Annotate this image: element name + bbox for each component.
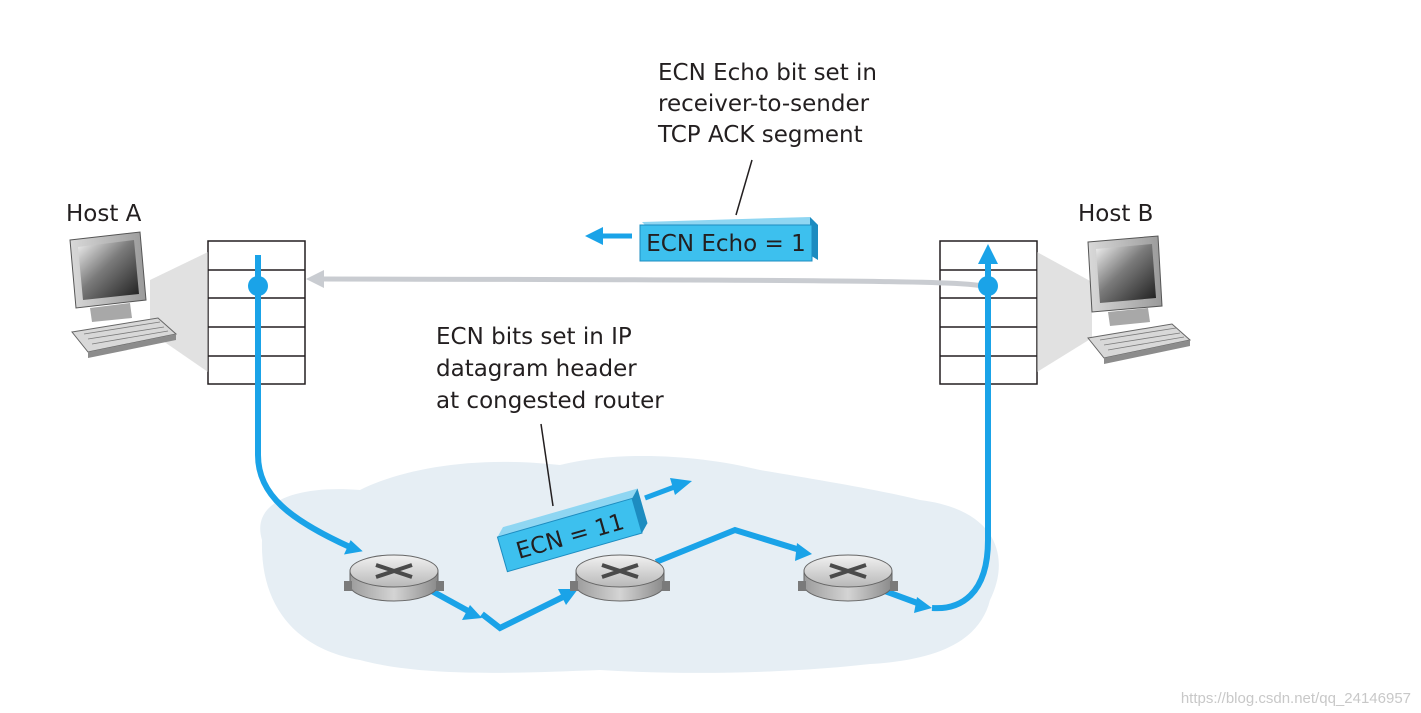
router-3-icon	[798, 554, 898, 602]
ecn-echo-tag: ECN Echo = 1	[639, 217, 818, 262]
ecn-echo-tag-text: ECN Echo = 1	[646, 231, 805, 257]
watermark: https://blog.csdn.net/qq_24146957	[1180, 690, 1411, 707]
router-annotation-line-2: datagram header	[436, 356, 637, 382]
host-b-projection	[1037, 252, 1092, 372]
ecn-echo-direction-arrow	[585, 227, 632, 245]
ecn-bits-direction-arrow	[644, 478, 692, 501]
host-b-computer-icon	[1087, 235, 1192, 364]
host-a-protocol-stack	[207, 240, 306, 385]
router-annotation-leader	[540, 423, 554, 507]
host-a-label: Host A	[66, 201, 142, 227]
echo-annotation-line-3: TCP ACK segment	[658, 122, 863, 148]
host-a-projection	[150, 252, 208, 372]
echo-annotation-line-2: receiver-to-sender	[658, 91, 870, 117]
host-a-computer-icon	[69, 231, 178, 358]
echo-annotation-line-1: ECN Echo bit set in	[658, 60, 877, 86]
router-1-icon	[344, 554, 444, 602]
echo-annotation-leader	[735, 159, 753, 216]
router-annotation-line-3: at congested router	[436, 388, 664, 414]
router-annotation-line-1: ECN bits set in IP	[436, 324, 632, 350]
host-b-label: Host B	[1078, 201, 1154, 227]
data-flow-path	[248, 244, 998, 632]
ack-return-path	[306, 270, 991, 290]
router-2-icon	[570, 554, 670, 602]
